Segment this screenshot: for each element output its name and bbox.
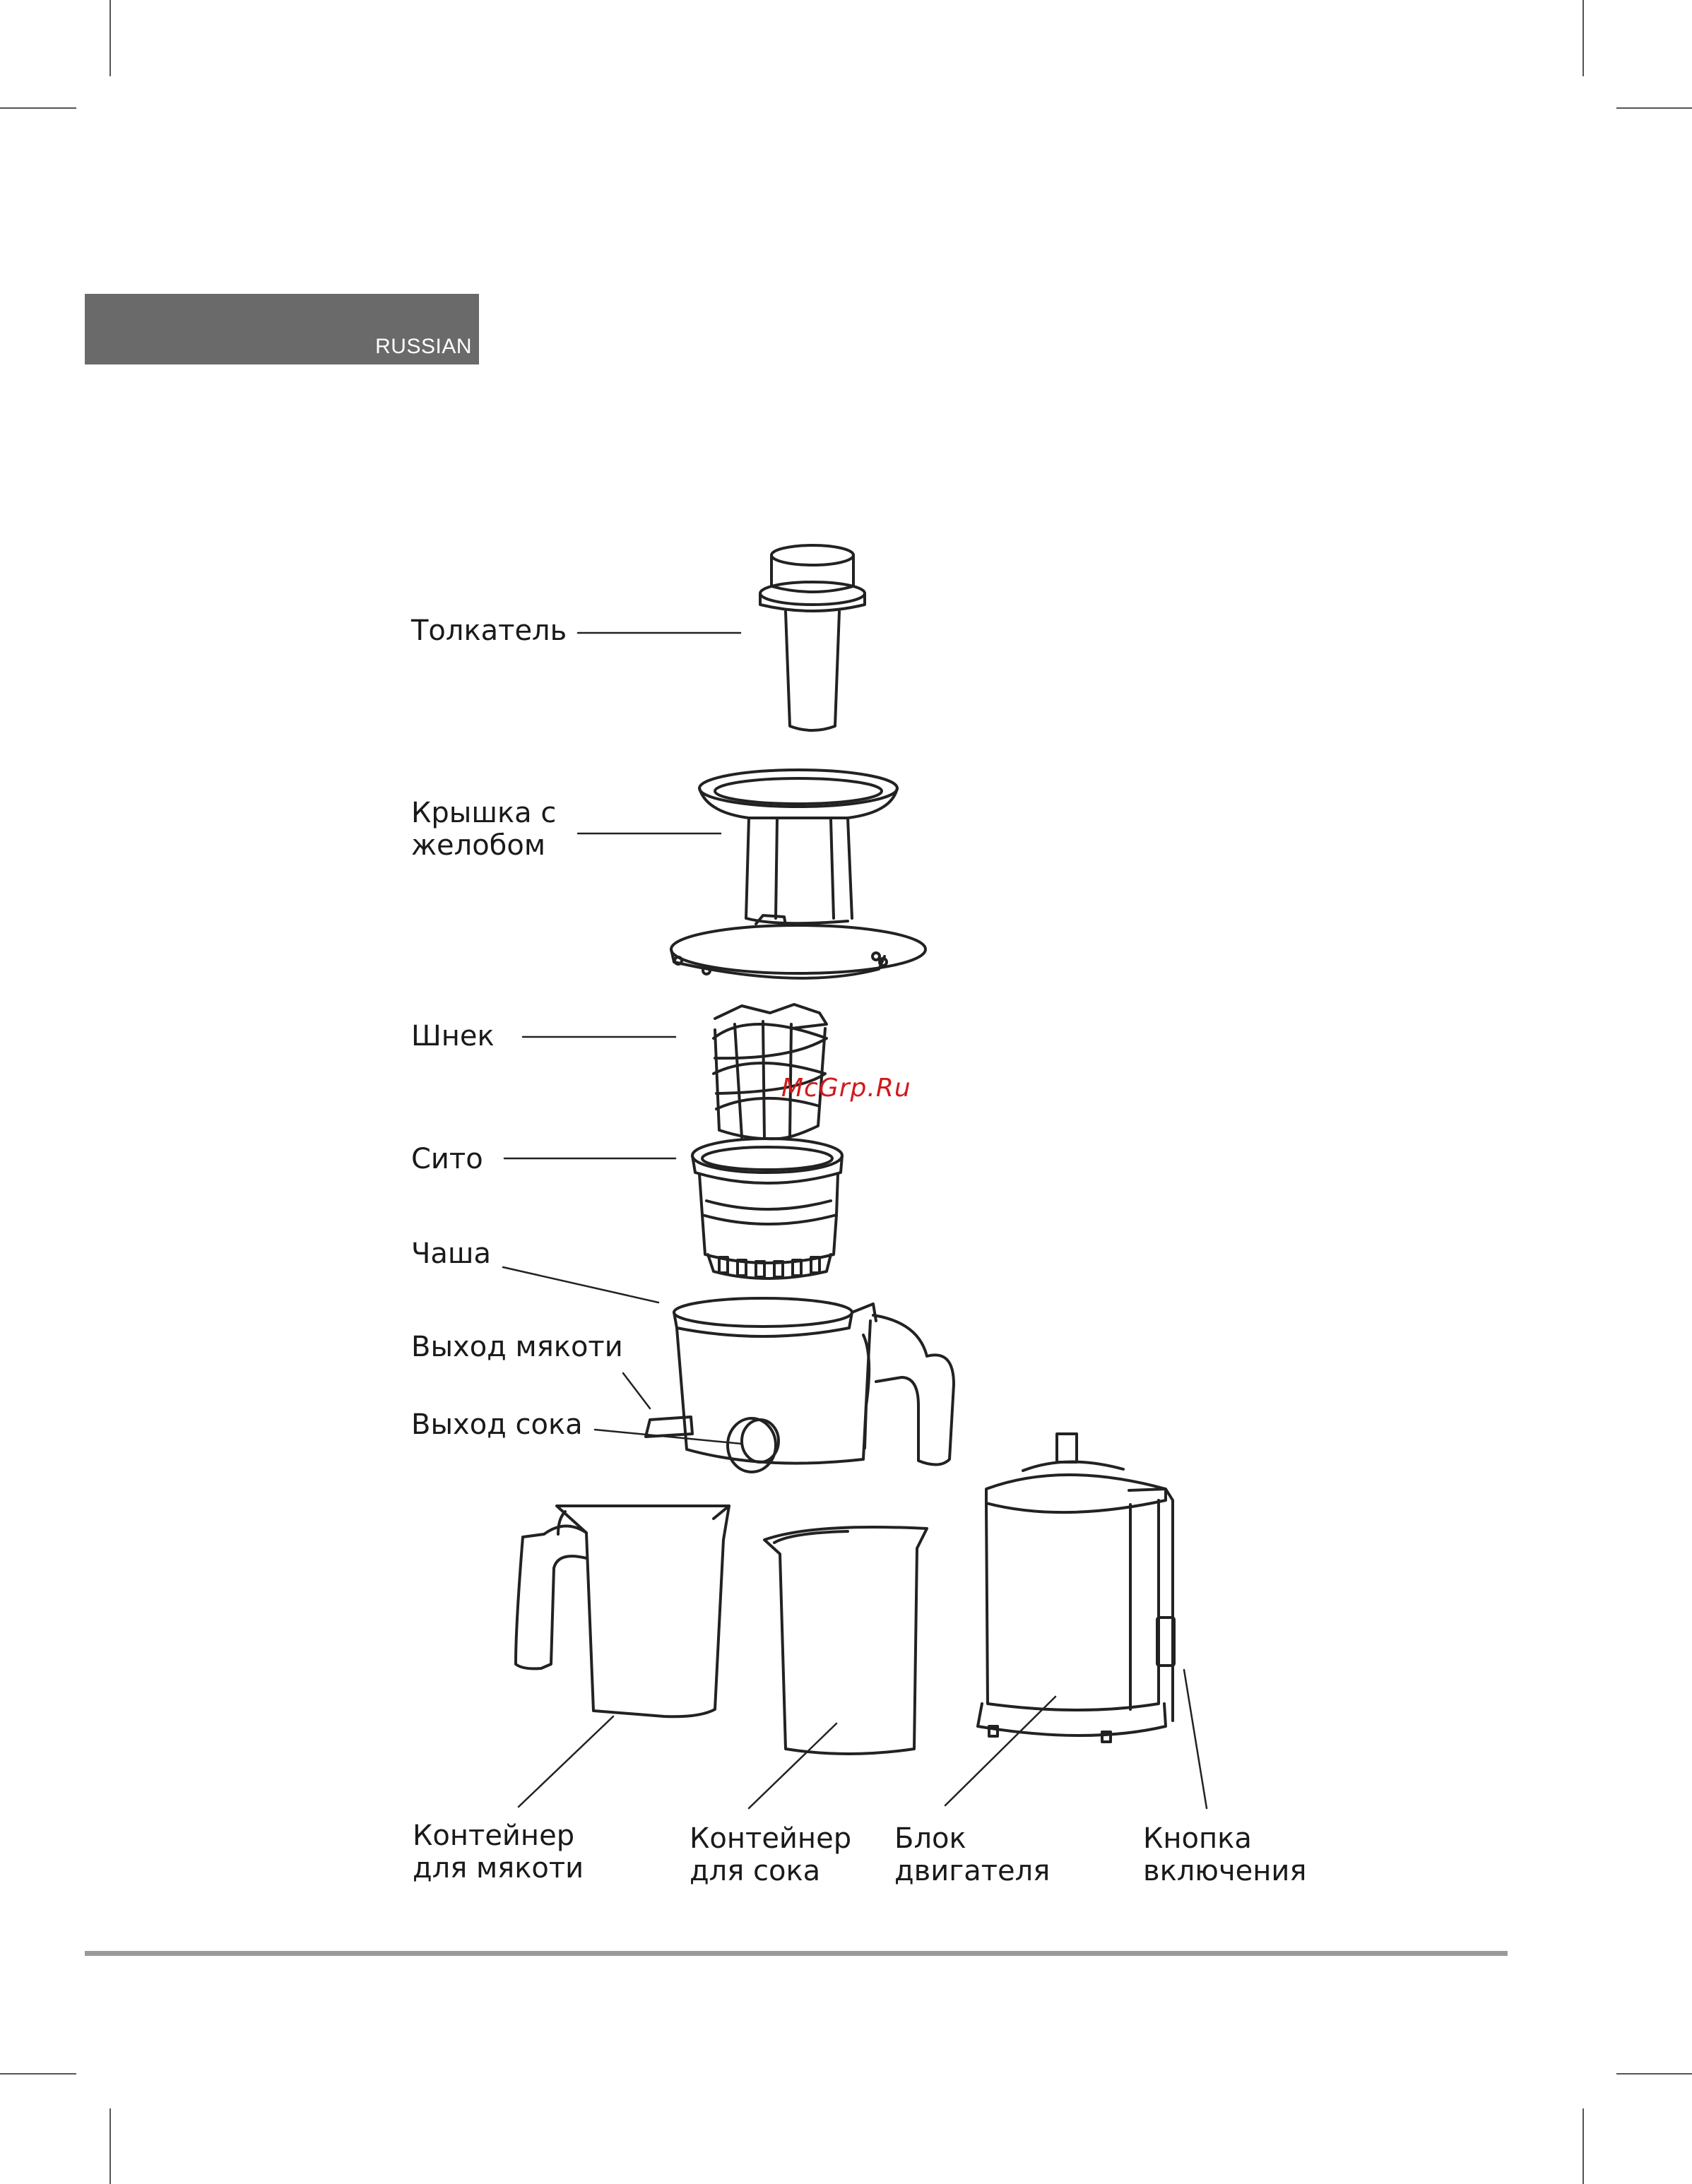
label-juice-outlet: Выход сока <box>411 1408 583 1441</box>
watermark: McGrp.Ru <box>781 1074 911 1103</box>
label-pulp-container-line2: для мякоти <box>413 1852 584 1885</box>
leader-lines <box>503 633 1207 1808</box>
label-power-button: Кнопка включения <box>1143 1822 1306 1887</box>
label-lid-line2: желобом <box>411 829 556 862</box>
label-lid: Крышка с желобом <box>411 797 556 862</box>
motor-base-illustration <box>978 1434 1174 1742</box>
sieve-illustration <box>692 1139 842 1278</box>
label-pulp-outlet: Выход мякоти <box>411 1331 623 1363</box>
label-pusher: Толкатель <box>411 615 567 647</box>
footer-rule <box>85 1951 1508 1956</box>
juice-container-illustration <box>764 1527 927 1754</box>
label-sieve: Сито <box>411 1143 483 1175</box>
lid-illustration <box>671 770 925 978</box>
label-lid-line1: Крышка с <box>411 797 556 829</box>
label-power-button-line2: включения <box>1143 1855 1306 1887</box>
label-juice-container: Контейнер для сока <box>690 1822 851 1887</box>
label-power-button-line1: Кнопка <box>1143 1822 1306 1855</box>
label-motor-unit-line1: Блок <box>894 1822 1050 1855</box>
label-juice-container-line2: для сока <box>690 1855 851 1887</box>
label-bowl: Чаша <box>411 1238 491 1270</box>
label-juice-container-line1: Контейнер <box>690 1822 851 1855</box>
label-motor-unit-line2: двигателя <box>894 1855 1050 1887</box>
pulp-container-illustration <box>516 1506 729 1716</box>
auger-illustration <box>714 1004 827 1139</box>
bowl-illustration <box>646 1298 954 1472</box>
label-pulp-container-line1: Контейнер <box>413 1820 584 1852</box>
label-pulp-container: Контейнер для мякоти <box>413 1820 584 1885</box>
label-motor-unit: Блок двигателя <box>894 1822 1050 1887</box>
pusher-illustration <box>760 545 865 730</box>
label-auger: Шнек <box>411 1020 495 1052</box>
